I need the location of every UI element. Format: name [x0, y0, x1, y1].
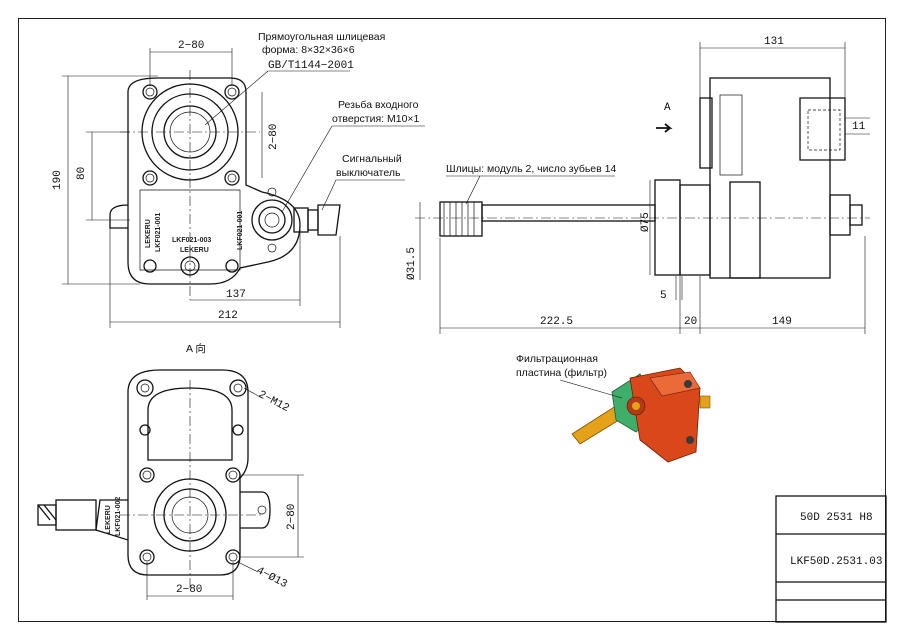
callout-shaft-splines: Шлицы: модуль 2, число зубьев 14 [446, 163, 616, 175]
callout-signal-switch-1: Сигнальный [342, 153, 402, 165]
part-number-front: LKF021-003 [172, 237, 211, 244]
drawing-frame [18, 18, 886, 622]
dim-height-190: 190 [52, 170, 64, 190]
callout-spline-profile-1: Прямоугольная шлицевая [258, 31, 385, 43]
callout-input-thread-1: Резьба входного [338, 99, 419, 111]
part-number-side: LKF021-001 [155, 213, 162, 252]
dim-body-149: 149 [772, 316, 792, 328]
dim-top-bolt-spacing: 2−80 [178, 40, 204, 52]
dim-hole-diameter: 4−Ø13 [254, 565, 289, 591]
side-view: A 131 11 Ø75 Ø31.5 5 222.5 20 149 Шлицы:… [406, 36, 870, 334]
dim-width-212: 212 [218, 310, 238, 322]
title-block-drawing-number: LKF50D.2531.03 [790, 556, 882, 568]
callout-spline-profile-2: форма: 8×32×36×6 [262, 44, 355, 56]
brand-marking-left: LEKERU [145, 219, 152, 248]
dim-offset-5: 5 [660, 290, 667, 302]
dim-width-137: 137 [226, 289, 246, 301]
callout-filter-plate-1: Фильтрационная [516, 353, 598, 365]
callout-signal-switch-2: выключатель [336, 167, 401, 179]
title-block: 50D 2531 H8 LKF50D.2531.03 [775, 495, 887, 623]
dim-flange-20: 20 [684, 316, 697, 328]
callout-filter-plate-2: пластина (фильтр) [516, 367, 607, 379]
callouts-front: Прямоугольная шлицевая форма: 8×32×36×6 … [204, 31, 425, 213]
dim-bottom-bolt-spacing: 2−80 [176, 584, 202, 596]
dim-side-bolt-spacing: 2−80 [268, 124, 280, 150]
dim-shaft-diameter: Ø75 [640, 212, 652, 232]
view-a: A 向 LEKERU LKF021-002 2−80 [37, 342, 304, 600]
dim-shaft-length: 222.5 [540, 316, 573, 328]
brand-marking-front: LEKERU [180, 247, 209, 254]
brand-marking-view-a: LEKERU [105, 505, 112, 534]
title-block-model: 50D 2531 H8 [800, 512, 873, 524]
callout-input-thread-2: отверстия: M10×1 [332, 113, 420, 125]
view-a-title: A 向 [186, 342, 206, 355]
dim-depth-131: 131 [764, 36, 784, 48]
dim-spline-diameter: Ø31.5 [406, 247, 418, 280]
front-view: LEKERU LKF021-001 LKF021-003 LEKERU LKF0… [52, 40, 341, 328]
dim-depth-11: 11 [852, 121, 866, 133]
dim-side-bolt-spacing-b: 2−80 [286, 504, 298, 530]
callout-spline-standard: GB/T1144−2001 [268, 60, 354, 72]
view-a-arrow-label: A [664, 102, 671, 114]
dim-center-80: 80 [76, 167, 88, 180]
dim-thread-holes: 2−M12 [256, 389, 291, 415]
part-number-view-a: LKF021-002 [115, 497, 122, 536]
isometric-view: Фильтрационная пластина (фильтр) [516, 353, 711, 463]
part-number-front-side: LKF021-001 [237, 211, 244, 250]
